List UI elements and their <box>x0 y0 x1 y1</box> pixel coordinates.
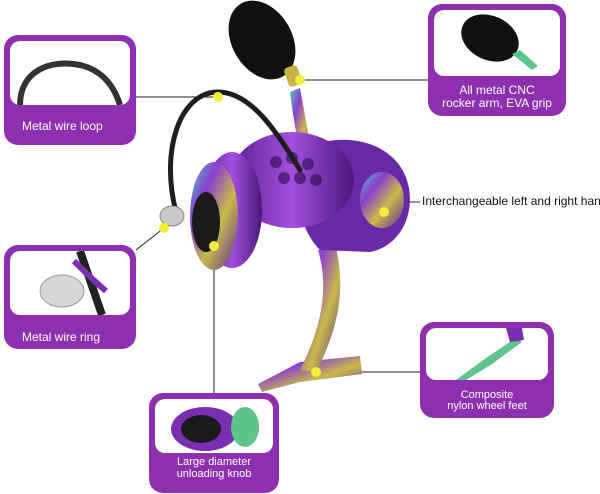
eva-grip <box>228 0 296 80</box>
callout-composite-feet: Composite nylon wheel feet <box>420 322 554 418</box>
wire-ring-closeup-image <box>10 251 130 315</box>
bail-wire <box>167 89 303 215</box>
callout-unloading-knob: Large diameter unloading knob <box>149 393 279 493</box>
rocker-arm-caption: All metal CNC rocker arm, EVA grip <box>442 83 552 110</box>
feet-closeup-image <box>426 328 548 380</box>
callout-rocker-arm: All metal CNC rocker arm, EVA grip <box>428 4 566 116</box>
reel-foot <box>258 356 362 392</box>
unloading-knob <box>192 192 220 252</box>
wire-ring-caption: Metal wire ring <box>22 330 101 344</box>
callout-metal-wire-ring: Metal wire ring <box>4 245 136 349</box>
interchangeable-hand-label: Interchangeable left and right hand <box>422 194 600 208</box>
knob-closeup-image <box>155 399 273 453</box>
line-roller <box>159 205 185 227</box>
rocker-arm-closeup-image <box>434 10 560 76</box>
wire-loop-closeup-image <box>10 41 130 105</box>
feet-caption: Composite nylon wheel feet <box>447 389 527 412</box>
knob-caption: Large diameter unloading knob <box>176 456 252 480</box>
reel-stem <box>300 248 341 372</box>
wire-loop-caption: Metal wire loop <box>22 119 103 133</box>
callout-metal-wire-loop: Metal wire loop <box>4 35 136 145</box>
reel-side-cap <box>360 172 404 228</box>
